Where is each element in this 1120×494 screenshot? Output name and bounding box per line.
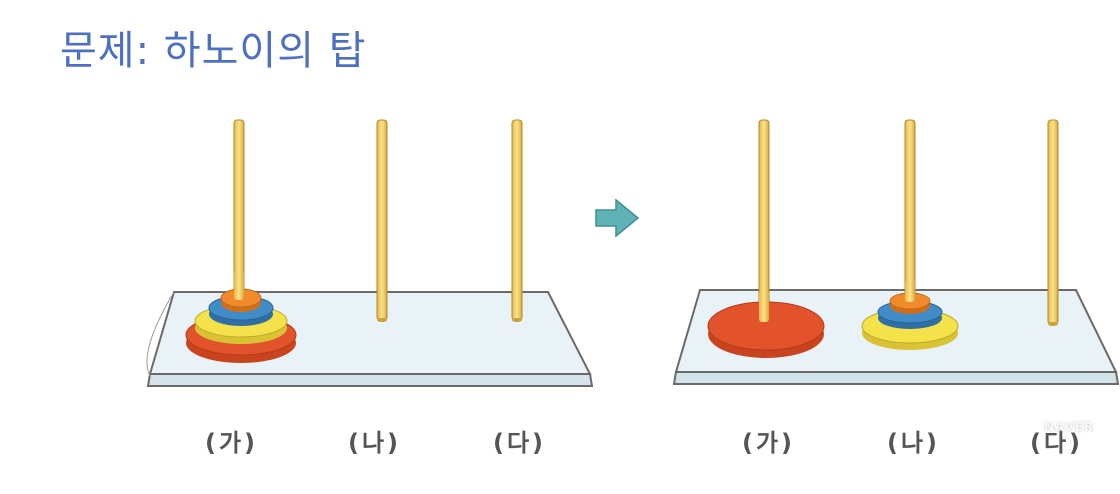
label-before-ga: (가) bbox=[205, 429, 259, 457]
disk-stack-after bbox=[861, 280, 959, 350]
peg-before-2 bbox=[376, 119, 388, 322]
label-before-na: (나) bbox=[348, 429, 402, 457]
arrow-icon bbox=[595, 198, 640, 238]
disk-stack-before bbox=[185, 270, 297, 363]
peg-after-3 bbox=[1047, 119, 1059, 326]
label-after-na: (나) bbox=[887, 429, 941, 457]
label-after-da: (다) bbox=[1030, 429, 1084, 457]
watermark: NAVER bbox=[1044, 420, 1095, 434]
label-before-da: (다) bbox=[493, 429, 547, 457]
disk-red-after bbox=[707, 290, 825, 358]
label-after-ga: (가) bbox=[742, 429, 796, 457]
peg-before-3 bbox=[511, 119, 523, 322]
page-title: 문제: 하노이의 탑 bbox=[60, 28, 367, 74]
